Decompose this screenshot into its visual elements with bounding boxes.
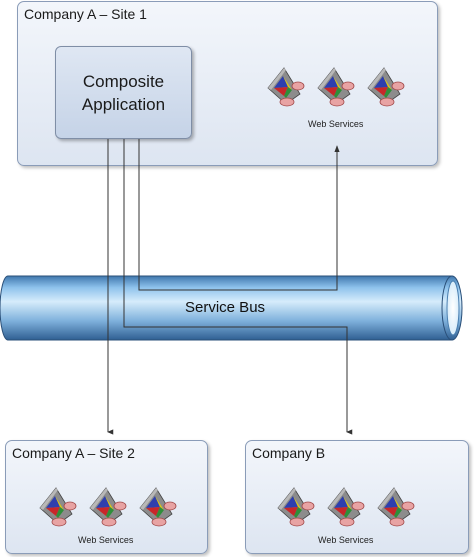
company-a-site-1-title: Company A – Site 1 [24, 6, 147, 22]
connector-to-site-1-web-services [138, 139, 340, 291]
composite-application-line-1: Composite [82, 71, 165, 91]
connector-to-company-b [123, 139, 353, 435]
company-b-title: Company B [252, 445, 326, 461]
company-b-box: Company B [245, 440, 469, 554]
service-bus-label: Service Bus [185, 299, 266, 316]
composite-application-box: Composite Application [55, 46, 192, 139]
company-a-site-2-title: Company A – Site 2 [12, 445, 135, 461]
composite-application-line-2: Application [81, 94, 166, 114]
composite-application-label: Composite Application [82, 70, 165, 116]
site-2-web-services-label: Web Services [78, 535, 134, 545]
site-1-web-services-label: Web Services [308, 119, 364, 129]
company-b-web-services-label: Web Services [318, 535, 374, 545]
